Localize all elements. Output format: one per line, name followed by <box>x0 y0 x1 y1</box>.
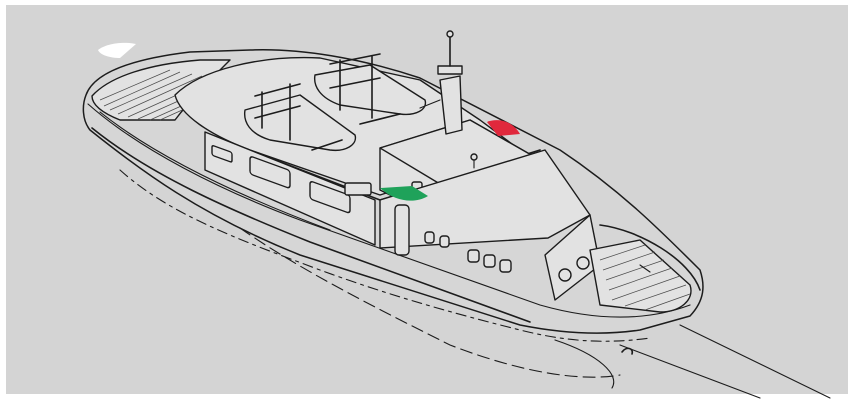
cabin-door <box>395 205 409 255</box>
deck-box <box>345 183 371 195</box>
